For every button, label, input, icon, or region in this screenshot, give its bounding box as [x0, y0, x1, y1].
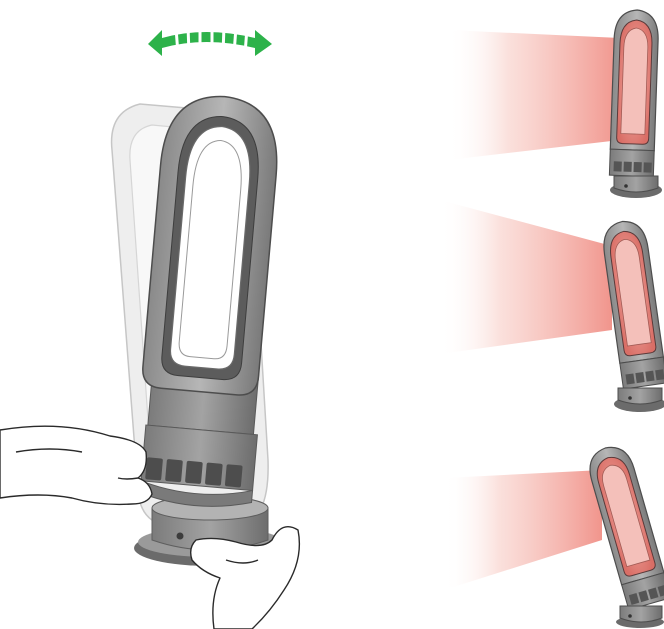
heat-beam-middle [440, 200, 612, 354]
tilt-position-lower [444, 446, 664, 628]
user-hands [0, 425, 301, 629]
heat-beam-lower [444, 470, 602, 590]
oscillation-arrows-icon [148, 25, 272, 56]
power-button[interactable] [176, 532, 184, 540]
main-heater [134, 95, 286, 566]
tilt-position-upper [448, 9, 662, 198]
tilt-position-middle [440, 200, 664, 412]
heat-beam-upper [448, 30, 620, 160]
